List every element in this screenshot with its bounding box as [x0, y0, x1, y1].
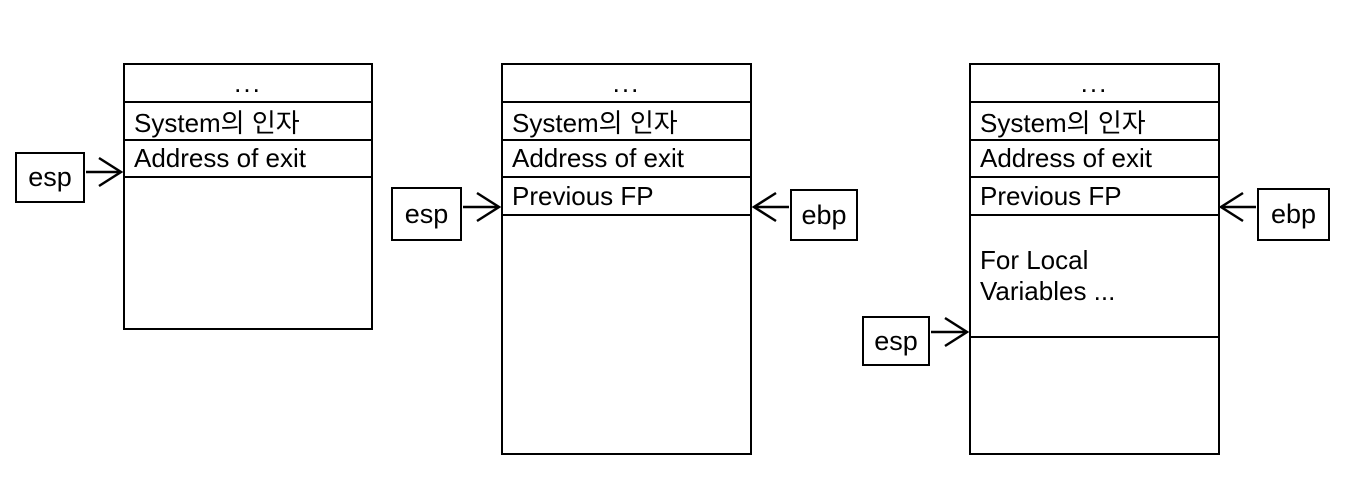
stack-row-system-args: System의 인자 [125, 103, 371, 141]
ebp-register-box-stage3: ebp [1257, 188, 1330, 241]
row-label: ... [1080, 67, 1109, 98]
row-label: Previous FP [980, 180, 1122, 211]
row-label: ... [234, 67, 262, 98]
esp-register-box-stage3: esp [862, 316, 930, 366]
stack-row-system-args: System의 인자 [503, 103, 750, 141]
register-label: esp [404, 198, 449, 229]
stack-row-system-args: System의 인자 [971, 103, 1218, 141]
stack-row-dots: ... [503, 65, 750, 103]
esp-register-box-stage1: esp [15, 152, 85, 203]
stack-empty-space [503, 216, 750, 453]
esp-register-box-stage2: esp [391, 187, 462, 241]
row-label: System의 인자 [512, 107, 678, 138]
stack-empty-space [125, 178, 371, 328]
stack-empty-space [971, 338, 1218, 453]
stack-row-address-of-exit: Address of exit [971, 141, 1218, 178]
row-label: System의 인자 [134, 107, 300, 138]
register-label: ebp [1270, 199, 1317, 229]
stack-row-dots: ... [125, 65, 371, 103]
row-label: For Local Variables ... [980, 245, 1116, 306]
row-label: Previous FP [512, 180, 654, 211]
row-label: Address of exit [134, 143, 306, 173]
stack-row-local-variables: For Local Variables ... [971, 216, 1218, 338]
ebp-register-box-stage2: ebp [790, 189, 858, 241]
stack-row-address-of-exit: Address of exit [503, 141, 750, 178]
row-label: System의 인자 [980, 107, 1146, 138]
stack-frame-stage1: ... System의 인자 Address of exit [123, 63, 373, 330]
stack-frame-stage3: ... System의 인자 Address of exit Previous … [969, 63, 1220, 455]
register-label: ebp [801, 199, 847, 230]
stack-row-previous-fp: Previous FP [971, 178, 1218, 216]
stack-row-address-of-exit: Address of exit [125, 141, 371, 178]
esp-arrow-stage2 [463, 191, 502, 223]
row-label: Address of exit [980, 143, 1152, 173]
stack-frame-stage2: ... System의 인자 Address of exit Previous … [501, 63, 752, 455]
stack-row-dots: ... [971, 65, 1218, 103]
row-label: Address of exit [512, 143, 684, 173]
row-label: ... [612, 67, 641, 98]
stack-row-previous-fp: Previous FP [503, 178, 750, 216]
esp-arrow-stage1 [86, 156, 124, 188]
esp-arrow-stage3 [931, 316, 970, 348]
ebp-arrow-stage2 [751, 191, 789, 223]
ebp-arrow-stage3 [1218, 191, 1256, 223]
register-label: esp [28, 162, 72, 192]
register-label: esp [874, 325, 918, 356]
